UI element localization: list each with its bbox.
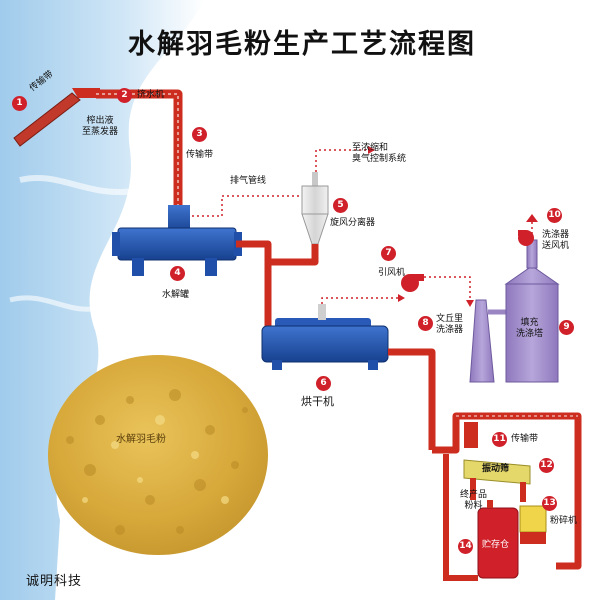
crusher-base	[520, 532, 546, 544]
cyclone-pipe	[312, 172, 318, 188]
step-label-5: 旋风分离器	[330, 218, 376, 228]
conveyor-to-dryer	[264, 244, 319, 326]
cyclone-body	[301, 185, 329, 215]
step-marker-1: 1	[12, 96, 27, 111]
step-marker-6: 6	[316, 376, 331, 391]
diagram-title: 水解羽毛粉生产工艺流程图	[128, 29, 476, 60]
cyclone-cone	[301, 213, 329, 245]
stack-arrowhead	[526, 214, 538, 222]
step-label-6: 烘干机	[301, 395, 334, 408]
step-label-2: 挤水机	[137, 90, 165, 100]
cyclone-up-arrowhead	[368, 146, 375, 154]
hydrolysis-tank-leg	[205, 258, 217, 276]
company-name: 诚明科技	[26, 574, 83, 589]
step-label-8: 文丘里 洗涤器	[436, 314, 464, 335]
annotation-exhaust-pipe: 排气管线	[230, 176, 267, 186]
annotation-to-concentrate: 至浓缩和 臭气控制系统	[352, 143, 407, 164]
hydrolysis-tank-neck	[168, 205, 190, 233]
hydrolysis-tank-leg	[132, 258, 144, 276]
silo-return	[443, 454, 478, 581]
conveyor-1	[13, 92, 81, 147]
step-label-9: 填充 洗涤塔	[516, 318, 544, 339]
feather-meal-pile	[48, 355, 268, 555]
step-label-7: 引风机	[378, 268, 406, 278]
step-marker-11: 11	[492, 432, 507, 447]
dryer-to-fan-arrow	[321, 297, 398, 304]
cyclone-up-arrow	[315, 149, 368, 172]
exhaust-arrow	[192, 195, 305, 217]
cloud-streak	[9, 295, 111, 312]
dryer-leg	[272, 360, 282, 370]
dryer-to-fan-arrowhead	[398, 294, 405, 302]
step-marker-14: 14	[458, 539, 473, 554]
product-label: 水解羽毛粉	[116, 434, 166, 445]
pile-texture	[66, 389, 248, 535]
annotation-squeeze-liquid: 榨出液 至蒸发器	[82, 116, 119, 137]
annotation-finished-powder: 终产品 粉料	[460, 490, 488, 511]
step-label-11: 传输带	[511, 434, 539, 444]
step-marker-9: 9	[559, 320, 574, 335]
step-label-10: 洗涤器 送风机	[542, 230, 570, 251]
step-marker-13: 13	[542, 496, 557, 511]
venturi-scrubber	[469, 299, 495, 383]
fan-to-scrubber-arrow	[424, 276, 471, 300]
tank-drop	[236, 240, 272, 262]
hydrolysis-tank-flange	[112, 232, 120, 256]
step-marker-8: 8	[418, 316, 433, 331]
vibrating-screen-leg	[470, 478, 476, 500]
step-marker-3: 3	[192, 127, 207, 142]
scrubber-tower	[505, 283, 559, 383]
step-label-3: 传输带	[186, 150, 214, 160]
step-marker-12: 12	[539, 458, 554, 473]
scrubber-blower-outlet	[518, 230, 526, 236]
conveyor-11-arm	[464, 422, 478, 448]
step-label-13: 粉碎机	[550, 516, 578, 526]
hydrolysis-tank	[117, 227, 237, 261]
step-label-4: 水解罐	[162, 290, 190, 300]
step-marker-7: 7	[381, 246, 396, 261]
induced-fan-outlet	[410, 274, 424, 281]
conveyor-3-stripe	[96, 93, 179, 208]
step-label-12: 振动筛	[482, 464, 510, 474]
cloud-streak	[19, 174, 141, 196]
step-label-14: 贮存仓	[482, 540, 510, 550]
step-marker-4: 4	[170, 266, 185, 281]
step-marker-2: 2	[117, 88, 132, 103]
vibrating-screen	[463, 459, 531, 485]
step-marker-5: 5	[333, 198, 348, 213]
scrubber-tower-cap	[504, 265, 560, 285]
vibrating-screen-leg	[520, 482, 526, 502]
conveyor-dryer-out	[388, 348, 436, 450]
step-marker-10: 10	[547, 208, 562, 223]
pile-highlights	[82, 415, 229, 504]
crusher	[519, 505, 547, 533]
storage-silo	[477, 507, 519, 579]
fan-to-scrubber-arrowhead	[466, 300, 474, 307]
conveyor-1-head	[72, 88, 100, 98]
dryer	[261, 325, 389, 363]
dryer-leg	[368, 360, 378, 370]
dryer-exhaust	[318, 304, 326, 320]
